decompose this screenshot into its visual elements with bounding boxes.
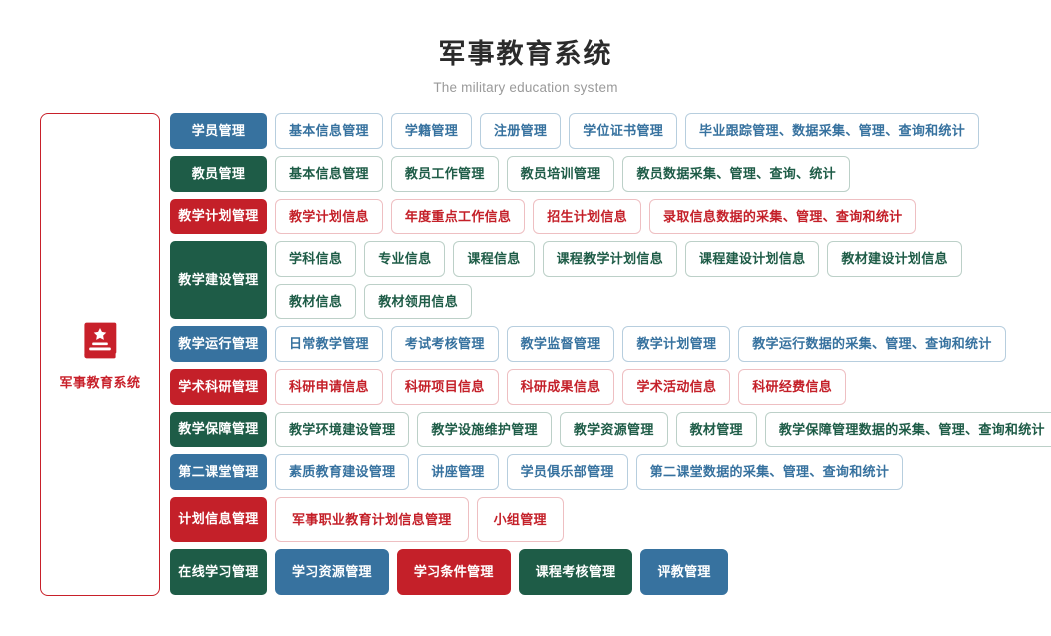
category-button[interactable]: 学术科研管理 [170,368,267,405]
submodule-button[interactable]: 毕业跟踪管理、数据采集、管理、查询和统计 [685,113,980,149]
submodule-group: 日常教学管理考试考核管理教学监督管理教学计划管理教学运行数据的采集、管理、查询和… [275,326,1051,362]
submodule-button[interactable]: 教学资源管理 [559,411,668,448]
submodule-button[interactable]: 科研项目信息 [390,368,499,405]
submodule-button[interactable]: 招生计划信息 [533,198,642,235]
page-title: 军事教育系统 [438,39,613,69]
category-button[interactable]: 在线学习管理 [170,549,267,595]
submodule-group: 军事职业教育计划信息管理小组管理 [275,496,1051,543]
submodule-button[interactable]: 第二课堂数据的采集、管理、查询和统计 [635,454,904,490]
submodule-button[interactable]: 科研申请信息 [275,368,383,405]
submodule-button[interactable]: 课程教学计划信息 [542,241,678,277]
page-content: 军事教育系统 学员管理基本信息管理学籍管理注册管理学位证书管理毕业跟踪管理、数据… [0,95,1051,597]
submodule-button[interactable]: 基本信息管理 [275,155,383,192]
submodule-button[interactable]: 学位证书管理 [569,113,678,149]
module-row: 教学保障管理教学环境建设管理教学设施维护管理教学资源管理教材管理教学保障管理数据… [170,411,1051,448]
category-button[interactable]: 教学保障管理 [170,411,267,448]
category-button[interactable]: 教学建设管理 [170,241,267,320]
category-button[interactable]: 第二课堂管理 [170,454,267,490]
submodule-button[interactable]: 教材建设计划信息 [827,241,962,277]
category-button[interactable]: 教学计划管理 [170,198,267,235]
submodule-line: 学习资源管理学习条件管理课程考核管理评教管理 [275,549,1051,595]
submodule-button[interactable]: 素质教育建设管理 [275,454,410,490]
submodule-button[interactable]: 军事职业教育计划信息管理 [275,496,469,543]
module-row: 计划信息管理军事职业教育计划信息管理小组管理 [170,496,1051,543]
submodule-button[interactable]: 教学运行数据的采集、管理、查询和统计 [738,326,1006,362]
submodule-button[interactable]: 学习条件管理 [396,549,511,595]
submodule-group: 基本信息管理学籍管理注册管理学位证书管理毕业跟踪管理、数据采集、管理、查询和统计 [275,113,1051,149]
submodule-button[interactable]: 教学设施维护管理 [417,411,552,448]
submodule-button[interactable]: 基本信息管理 [275,113,383,149]
category-button[interactable]: 学员管理 [170,113,267,149]
module-row: 学员管理基本信息管理学籍管理注册管理学位证书管理毕业跟踪管理、数据采集、管理、查… [170,113,1051,149]
submodule-button[interactable]: 教材管理 [675,411,757,448]
module-row: 教学计划管理教学计划信息年度重点工作信息招生计划信息录取信息数据的采集、管理、查… [170,198,1051,235]
submodule-button[interactable]: 讲座管理 [417,454,499,490]
submodule-line: 基本信息管理教员工作管理教员培训管理教员数据采集、管理、查询、统计 [275,155,1051,192]
submodule-button[interactable]: 学习资源管理 [275,549,389,595]
submodule-group: 科研申请信息科研项目信息科研成果信息学术活动信息科研经费信息 [275,368,1051,405]
submodule-line: 基本信息管理学籍管理注册管理学位证书管理毕业跟踪管理、数据采集、管理、查询和统计 [275,113,1051,149]
submodule-line: 教材信息教材领用信息 [275,283,1051,320]
page-subtitle: The military education system [433,80,618,96]
module-row: 教员管理基本信息管理教员工作管理教员培训管理教员数据采集、管理、查询、统计 [170,155,1051,192]
submodule-button[interactable]: 学籍管理 [390,113,473,149]
submodule-button[interactable]: 专业信息 [364,241,446,277]
category-button[interactable]: 教学运行管理 [170,326,267,362]
submodule-group: 素质教育建设管理讲座管理学员俱乐部管理第二课堂数据的采集、管理、查询和统计 [275,454,1051,490]
submodule-button[interactable]: 小组管理 [476,496,564,543]
submodule-button[interactable]: 注册管理 [480,113,562,149]
submodule-line: 素质教育建设管理讲座管理学员俱乐部管理第二课堂数据的采集、管理、查询和统计 [275,454,1051,490]
submodule-group: 教学计划信息年度重点工作信息招生计划信息录取信息数据的采集、管理、查询和统计 [275,198,1051,235]
submodule-line: 教学环境建设管理教学设施维护管理教学资源管理教材管理教学保障管理数据的采集、管理… [275,411,1051,448]
submodule-button[interactable]: 考试考核管理 [390,326,499,362]
submodule-button[interactable]: 教学保障管理数据的采集、管理、查询和统计 [764,411,1051,448]
page-header: 军事教育系统 The military education system [0,0,1051,95]
submodule-line: 学科信息专业信息课程信息课程教学计划信息课程建设计划信息教材建设计划信息 [275,241,1051,277]
submodule-line: 军事职业教育计划信息管理小组管理 [275,496,1051,543]
submodule-button[interactable]: 课程建设计划信息 [685,241,820,277]
submodule-button[interactable]: 教学环境建设管理 [275,411,410,448]
submodule-button[interactable]: 日常教学管理 [275,326,383,362]
module-row: 教学建设管理学科信息专业信息课程信息课程教学计划信息课程建设计划信息教材建设计划… [170,241,1051,320]
category-button[interactable]: 计划信息管理 [170,496,267,543]
submodule-button[interactable]: 教材信息 [275,283,357,320]
submodule-button[interactable]: 年度重点工作信息 [390,198,526,235]
module-row: 第二课堂管理素质教育建设管理讲座管理学员俱乐部管理第二课堂数据的采集、管理、查询… [170,454,1051,490]
submodule-line: 科研申请信息科研项目信息科研成果信息学术活动信息科研经费信息 [275,368,1051,405]
submodule-button[interactable]: 录取信息数据的采集、管理、查询和统计 [649,198,917,235]
submodule-button[interactable]: 教员工作管理 [390,155,499,192]
submodule-group: 教学环境建设管理教学设施维护管理教学资源管理教材管理教学保障管理数据的采集、管理… [275,411,1051,448]
submodule-group: 学科信息专业信息课程信息课程教学计划信息课程建设计划信息教材建设计划信息教材信息… [275,241,1051,320]
submodule-button[interactable]: 课程信息 [453,241,535,277]
submodule-button[interactable]: 教材领用信息 [364,283,473,320]
submodule-line: 教学计划信息年度重点工作信息招生计划信息录取信息数据的采集、管理、查询和统计 [275,198,1051,235]
submodule-button[interactable]: 评教管理 [640,549,728,595]
module-row: 教学运行管理日常教学管理考试考核管理教学监督管理教学计划管理教学运行数据的采集、… [170,326,1051,362]
brand-card: 军事教育系统 [40,113,160,597]
book-star-icon [78,319,122,363]
submodule-button[interactable]: 教学计划信息 [275,198,383,235]
submodule-button[interactable]: 科研经费信息 [738,368,847,405]
submodule-button[interactable]: 教学计划管理 [622,326,731,362]
submodule-button[interactable]: 教学监督管理 [506,326,615,362]
submodule-button[interactable]: 教员数据采集、管理、查询、统计 [622,155,850,192]
submodule-button[interactable]: 科研成果信息 [506,368,615,405]
submodule-button[interactable]: 学员俱乐部管理 [506,454,628,490]
submodule-button[interactable]: 课程考核管理 [518,549,633,595]
submodule-button[interactable]: 学科信息 [275,241,357,277]
module-row: 在线学习管理学习资源管理学习条件管理课程考核管理评教管理 [170,549,1051,595]
brand-label: 军事教育系统 [59,374,141,390]
module-rows: 学员管理基本信息管理学籍管理注册管理学位证书管理毕业跟踪管理、数据采集、管理、查… [170,113,1051,596]
submodule-group: 学习资源管理学习条件管理课程考核管理评教管理 [275,549,1051,595]
submodule-button[interactable]: 学术活动信息 [622,368,731,405]
submodule-group: 基本信息管理教员工作管理教员培训管理教员数据采集、管理、查询、统计 [275,155,1051,192]
module-row: 学术科研管理科研申请信息科研项目信息科研成果信息学术活动信息科研经费信息 [170,368,1051,405]
submodule-button[interactable]: 教员培训管理 [506,155,615,192]
submodule-line: 日常教学管理考试考核管理教学监督管理教学计划管理教学运行数据的采集、管理、查询和… [275,326,1051,362]
category-button[interactable]: 教员管理 [170,155,267,192]
